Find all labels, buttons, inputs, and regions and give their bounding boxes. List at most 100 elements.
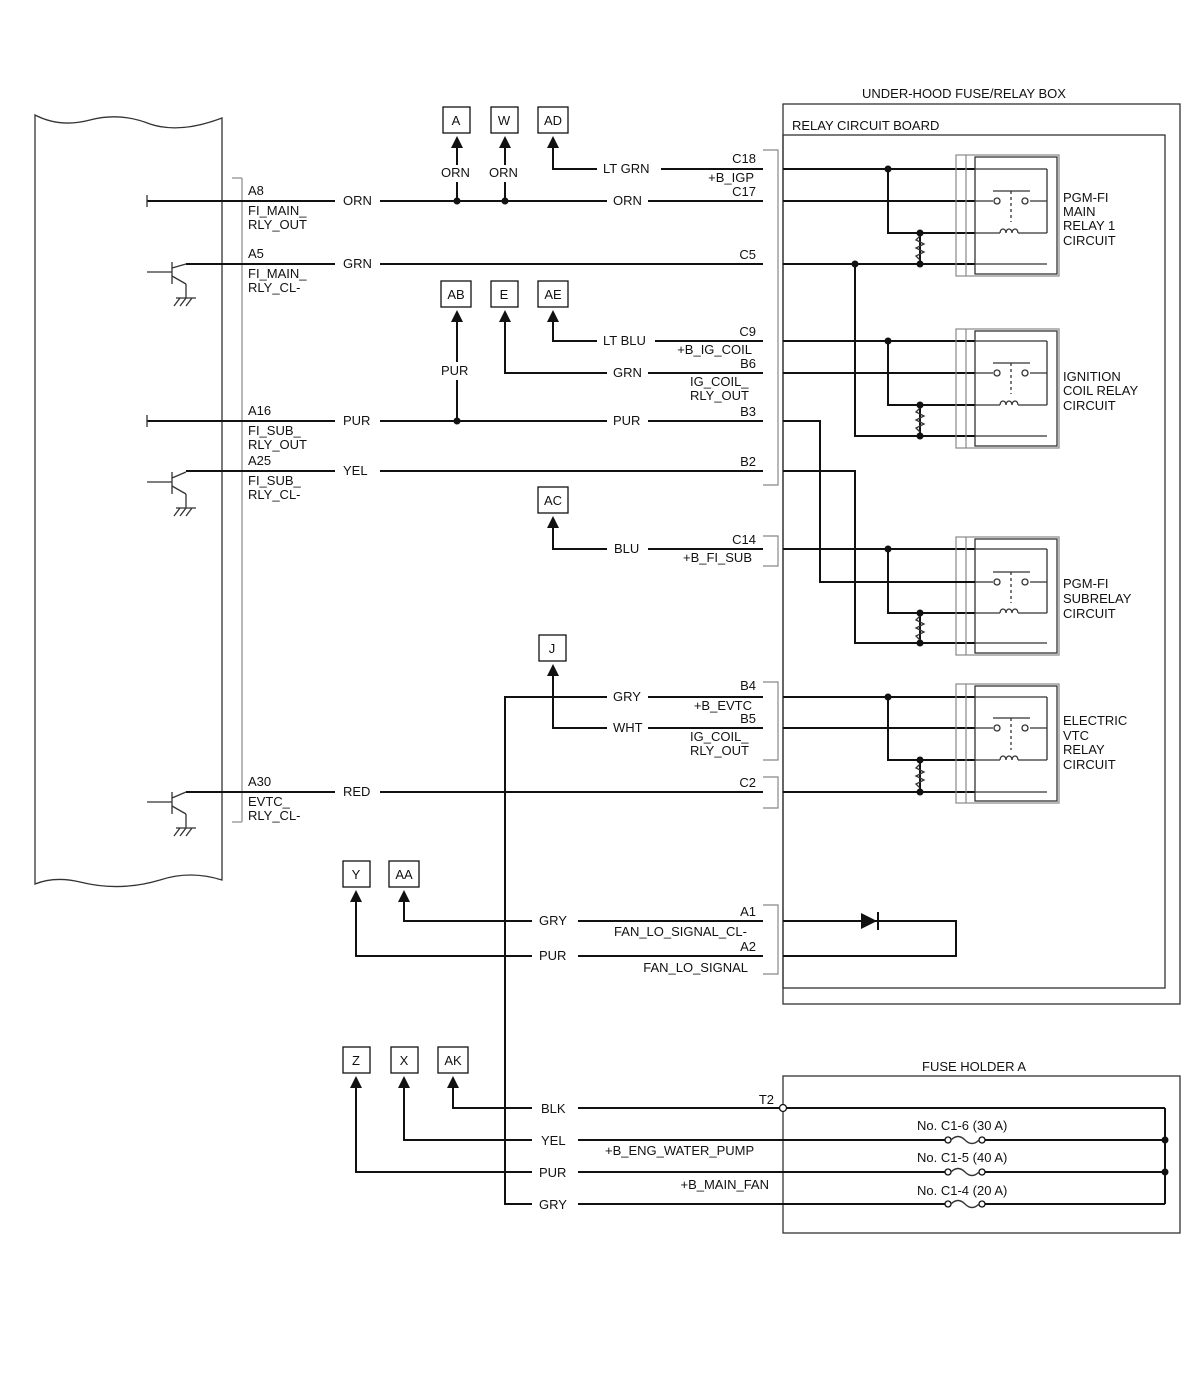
svg-text:ORN: ORN <box>489 165 518 180</box>
relay-main-1: PGM-FI MAIN RELAY 1 CIRCUIT <box>955 154 1116 277</box>
svg-text:No. C1-5 (40 A): No. C1-5 (40 A) <box>917 1150 1007 1165</box>
svg-text:E: E <box>500 287 509 302</box>
wire-color-label: ORN <box>343 193 372 208</box>
svg-text:YEL: YEL <box>343 463 368 478</box>
svg-text:RLY_CL-: RLY_CL- <box>248 487 301 502</box>
relay-circuit-board <box>782 134 1166 989</box>
svg-text:Y: Y <box>352 867 361 882</box>
svg-text:C5: C5 <box>739 247 756 262</box>
svg-text:A30: A30 <box>248 774 271 789</box>
svg-text:Z: Z <box>352 1053 360 1068</box>
transistor-icon <box>147 791 196 837</box>
svg-text:+B_IG_COIL: +B_IG_COIL <box>677 342 752 357</box>
svg-text:A5: A5 <box>248 246 264 261</box>
svg-text:PUR: PUR <box>441 363 468 378</box>
fuse-holder-wiring <box>778 1103 1169 1205</box>
svg-text:B5: B5 <box>740 711 756 726</box>
svg-text:A2: A2 <box>740 939 756 954</box>
svg-text:ELECTRIC: ELECTRIC <box>1063 713 1127 728</box>
pin-label: A8 <box>248 183 264 198</box>
ecm-body <box>34 113 223 888</box>
svg-text:RELAY 1: RELAY 1 <box>1063 218 1115 233</box>
pin-signal-name: FI_MAIN_ <box>248 203 307 218</box>
svg-text:FAN_LO_SIGNAL: FAN_LO_SIGNAL <box>643 960 748 975</box>
resistor-icons <box>914 235 926 789</box>
svg-text:GRN: GRN <box>613 365 642 380</box>
relay-board-title: RELAY CIRCUIT BOARD <box>792 118 939 133</box>
board-connector-brackets <box>763 149 779 975</box>
svg-text:A16: A16 <box>248 403 271 418</box>
wire-lt-blu-to-ae: LT BLU <box>547 310 763 348</box>
diode-icon <box>861 912 879 930</box>
svg-text:AA: AA <box>395 867 413 882</box>
pin-signal-name: RLY_OUT <box>248 217 307 232</box>
wire-gry-trunk: GRY <box>504 689 763 1205</box>
svg-text:AC: AC <box>544 493 562 508</box>
wire-pur-b3: PUR <box>380 413 763 428</box>
svg-text:COIL RELAY: COIL RELAY <box>1063 383 1138 398</box>
svg-text:GRY: GRY <box>539 1197 567 1212</box>
underhood-box-title: UNDER-HOOD FUSE/RELAY BOX <box>862 86 1066 101</box>
svg-text:B2: B2 <box>740 454 756 469</box>
wire-yel-to-x: YEL <box>398 1076 1165 1148</box>
relay-electric-vtc: ELECTRIC VTC RELAY CIRCUIT <box>955 683 1127 804</box>
connector-w: W <box>490 106 519 134</box>
wire-pur-to-z: PUR <box>350 1076 1165 1180</box>
underhood-fuse-relay-box <box>782 103 1181 1005</box>
connector-e: E <box>490 280 519 308</box>
junction-dots <box>916 229 924 796</box>
svg-text:ORN: ORN <box>441 165 470 180</box>
svg-text:C17: C17 <box>732 184 756 199</box>
svg-text:AD: AD <box>544 113 562 128</box>
svg-text:YEL: YEL <box>541 1133 566 1148</box>
svg-text:C9: C9 <box>739 324 756 339</box>
svg-text:BLK: BLK <box>541 1101 566 1116</box>
wire-orn-to-a: ORN <box>441 136 470 205</box>
svg-text:IG_COIL_: IG_COIL_ <box>690 374 749 389</box>
connector-x: X <box>390 1046 419 1074</box>
svg-text:X: X <box>400 1053 409 1068</box>
svg-text:No. C1-6 (30 A): No. C1-6 (30 A) <box>917 1118 1007 1133</box>
wire-gry-fuse: GRY <box>539 1197 783 1212</box>
svg-text:PGM-FI: PGM-FI <box>1063 190 1109 205</box>
svg-text:RLY_CL-: RLY_CL- <box>248 280 301 295</box>
svg-text:FI_SUB_: FI_SUB_ <box>248 423 302 438</box>
svg-text:PUR: PUR <box>343 413 370 428</box>
svg-text:CIRCUIT: CIRCUIT <box>1063 606 1116 621</box>
ecm-pin-a5: A5 FI_MAIN_ RLY_CL- GRN <box>186 246 372 295</box>
svg-text:AK: AK <box>444 1053 462 1068</box>
connector-ak: AK <box>437 1046 469 1074</box>
wire-pur-to-y: PUR <box>350 890 763 963</box>
svg-text:LT BLU: LT BLU <box>603 333 646 348</box>
svg-text:+B_MAIN_FAN: +B_MAIN_FAN <box>680 1177 769 1192</box>
wire-wht-to-j: WHT <box>547 664 763 735</box>
board-internal-wiring <box>783 165 975 957</box>
svg-text:EVTC_: EVTC_ <box>248 794 291 809</box>
fuse-holder-a <box>782 1075 1181 1234</box>
connector-ac: AC <box>537 486 569 514</box>
fuse-holder-title: FUSE HOLDER A <box>922 1059 1026 1074</box>
svg-text:RELAY: RELAY <box>1063 742 1105 757</box>
fuse-icon-c1-4: No. C1-4 (20 A) <box>917 1183 1007 1209</box>
svg-text:RED: RED <box>343 784 370 799</box>
svg-text:GRY: GRY <box>539 913 567 928</box>
svg-text:RLY_OUT: RLY_OUT <box>690 743 749 758</box>
svg-text:AE: AE <box>544 287 562 302</box>
svg-text:T2: T2 <box>759 1092 774 1107</box>
ecm-pin-a25: A25 FI_SUB_ RLY_CL- YEL <box>186 453 368 502</box>
svg-text:PUR: PUR <box>539 1165 566 1180</box>
svg-text:CIRCUIT: CIRCUIT <box>1063 398 1116 413</box>
connector-j: J <box>538 634 567 662</box>
svg-text:RLY_CL-: RLY_CL- <box>248 808 301 823</box>
svg-text:B6: B6 <box>740 356 756 371</box>
connector-a: A <box>442 106 471 134</box>
svg-text:FI_MAIN_: FI_MAIN_ <box>248 266 307 281</box>
svg-text:J: J <box>549 641 556 656</box>
ecm-pin-a30: A30 EVTC_ RLY_CL- RED <box>186 774 370 823</box>
svg-text:+B_ENG_WATER_PUMP: +B_ENG_WATER_PUMP <box>605 1143 754 1158</box>
connector-ae: AE <box>537 280 569 308</box>
ecm-pin-a8: A8 FI_MAIN_ RLY_OUT ORN <box>146 183 372 232</box>
svg-text:A: A <box>452 113 461 128</box>
svg-text:FAN_LO_SIGNAL_CL-: FAN_LO_SIGNAL_CL- <box>614 924 747 939</box>
